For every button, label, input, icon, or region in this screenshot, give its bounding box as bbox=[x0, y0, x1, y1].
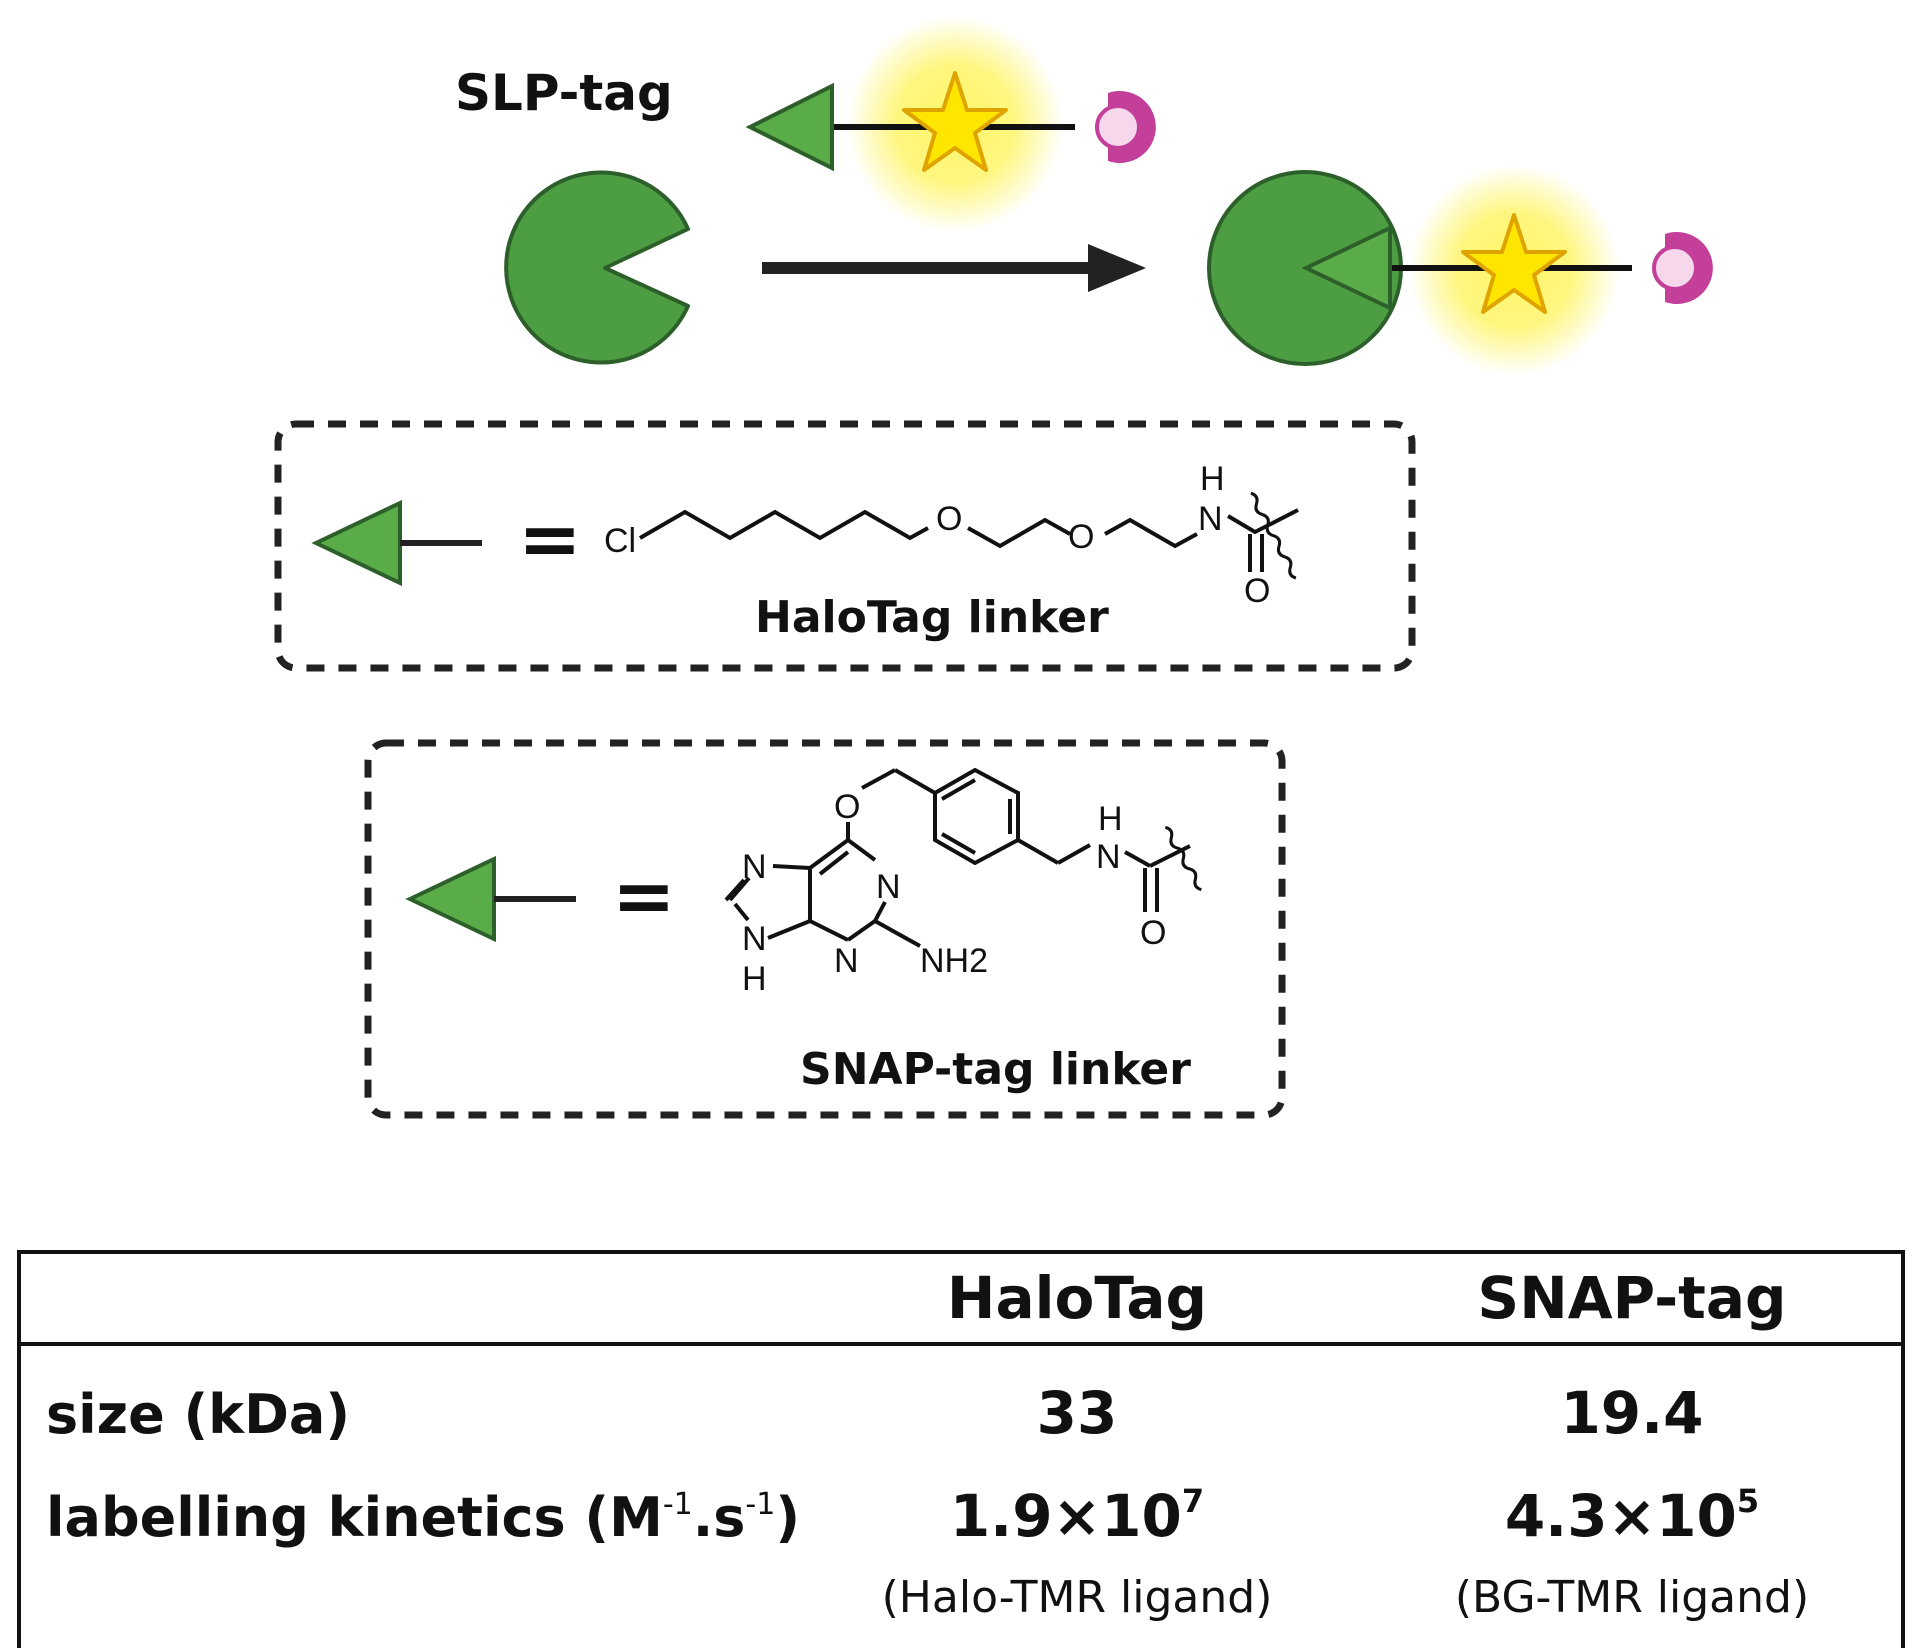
labeled-protein-product bbox=[1207, 165, 1713, 375]
kinetics-label-end: ) bbox=[775, 1486, 800, 1549]
row-size-halotag: 33 bbox=[1037, 1379, 1118, 1447]
kinetics-label-mid: .s bbox=[693, 1486, 746, 1549]
substrate-ligand-triangle bbox=[745, 82, 834, 172]
row-size-label: size (kDa) bbox=[46, 1383, 350, 1446]
capture-cap-core bbox=[1095, 104, 1141, 150]
halotag-atom-o1: O bbox=[936, 500, 962, 538]
halotag-chain-bonds-2 bbox=[967, 517, 1071, 549]
kinetics-label-sup1: -1 bbox=[663, 1487, 693, 1522]
table-header-halotag: HaloTag bbox=[947, 1264, 1207, 1332]
table-header-snaptag: SNAP-tag bbox=[1477, 1264, 1786, 1332]
snaptag-rate-exponent: 5 bbox=[1737, 1482, 1759, 1520]
snaptag-benzyl-bonds bbox=[861, 767, 1191, 912]
halotag-linker-box: = Cl O O H N O HaloTag linker bbox=[274, 420, 1416, 672]
halotag-atom-cl: Cl bbox=[604, 522, 636, 560]
fluorophore-star-icon bbox=[902, 71, 1008, 172]
row-kinetics-snaptag: 4.3×105 bbox=[1505, 1482, 1759, 1550]
snaptag-atom-ether-o: O bbox=[834, 788, 860, 826]
snaptag-atom-n9-h: H bbox=[742, 960, 767, 998]
snaptag-atom-n3: N bbox=[834, 942, 859, 980]
comparison-table: HaloTag SNAP-tag size (kDa) 33 19.4 labe… bbox=[17, 1250, 1905, 1648]
halotag-atom-carbonyl-o: O bbox=[1244, 572, 1270, 610]
snaptag-atom-n: N bbox=[1096, 838, 1121, 876]
halotag-chain-bonds bbox=[638, 509, 929, 541]
halotag-rate-exponent: 7 bbox=[1182, 1482, 1204, 1520]
snaptag-ligand-triangle bbox=[405, 855, 496, 943]
row-size-snaptag: 19.4 bbox=[1560, 1379, 1703, 1447]
halotag-atom-n: N bbox=[1198, 500, 1223, 538]
snaptag-atom-nh2: NH2 bbox=[920, 942, 988, 980]
snaptag-atom-nh-h: H bbox=[1098, 800, 1123, 838]
snaptag-atom-carbonyl-o: O bbox=[1140, 914, 1166, 952]
row-kinetics-snaptag-note: (BG-TMR ligand) bbox=[1455, 1572, 1809, 1623]
snaptag-wavy-bond bbox=[1164, 825, 1202, 892]
snaptag-purine-bonds bbox=[724, 822, 921, 948]
product-capture-cap-core bbox=[1652, 245, 1698, 291]
product-fluorophore-star-icon bbox=[1461, 213, 1567, 314]
halotag-linker-caption: HaloTag linker bbox=[755, 592, 1109, 643]
product-ligand-triangle bbox=[1301, 224, 1392, 312]
halotag-atom-o2: O bbox=[1068, 518, 1094, 556]
halotag-wavy-bond bbox=[1250, 491, 1297, 580]
row-kinetics-label: labelling kinetics (M-1.s-1) bbox=[46, 1486, 800, 1549]
snaptag-atom-n9: N bbox=[742, 920, 767, 958]
slp-substrate bbox=[745, 16, 1156, 232]
halotag-rate-mantissa: 1.9×10 bbox=[950, 1482, 1182, 1550]
reaction-arrow bbox=[762, 244, 1146, 292]
row-kinetics-halotag-note: (Halo-TMR ligand) bbox=[882, 1572, 1273, 1623]
halotag-chain-bonds-3 bbox=[1104, 517, 1198, 549]
table-border bbox=[17, 1250, 1905, 1648]
kinetics-label-sup2: -1 bbox=[745, 1487, 775, 1522]
kinetics-label-main: labelling kinetics (M bbox=[46, 1486, 663, 1549]
snaptag-atom-n7: N bbox=[742, 848, 767, 886]
halotag-equals-sign: = bbox=[518, 494, 582, 583]
row-kinetics-halotag: 1.9×107 bbox=[950, 1482, 1204, 1550]
snaptag-equals-sign: = bbox=[612, 851, 676, 940]
snaptag-rate-mantissa: 4.3×10 bbox=[1505, 1482, 1737, 1550]
halotag-ligand-triangle bbox=[311, 499, 402, 587]
halotag-chain-bonds-4 bbox=[1226, 508, 1299, 535]
diagram-title: SLP-tag bbox=[455, 64, 673, 122]
halotag-atom-nh-h: H bbox=[1200, 460, 1225, 498]
tag-protein-icon bbox=[504, 170, 690, 365]
snaptag-atom-n1: N bbox=[876, 868, 901, 906]
snaptag-linker-caption: SNAP-tag linker bbox=[800, 1044, 1191, 1095]
snaptag-linker-box: = bbox=[364, 739, 1286, 1119]
